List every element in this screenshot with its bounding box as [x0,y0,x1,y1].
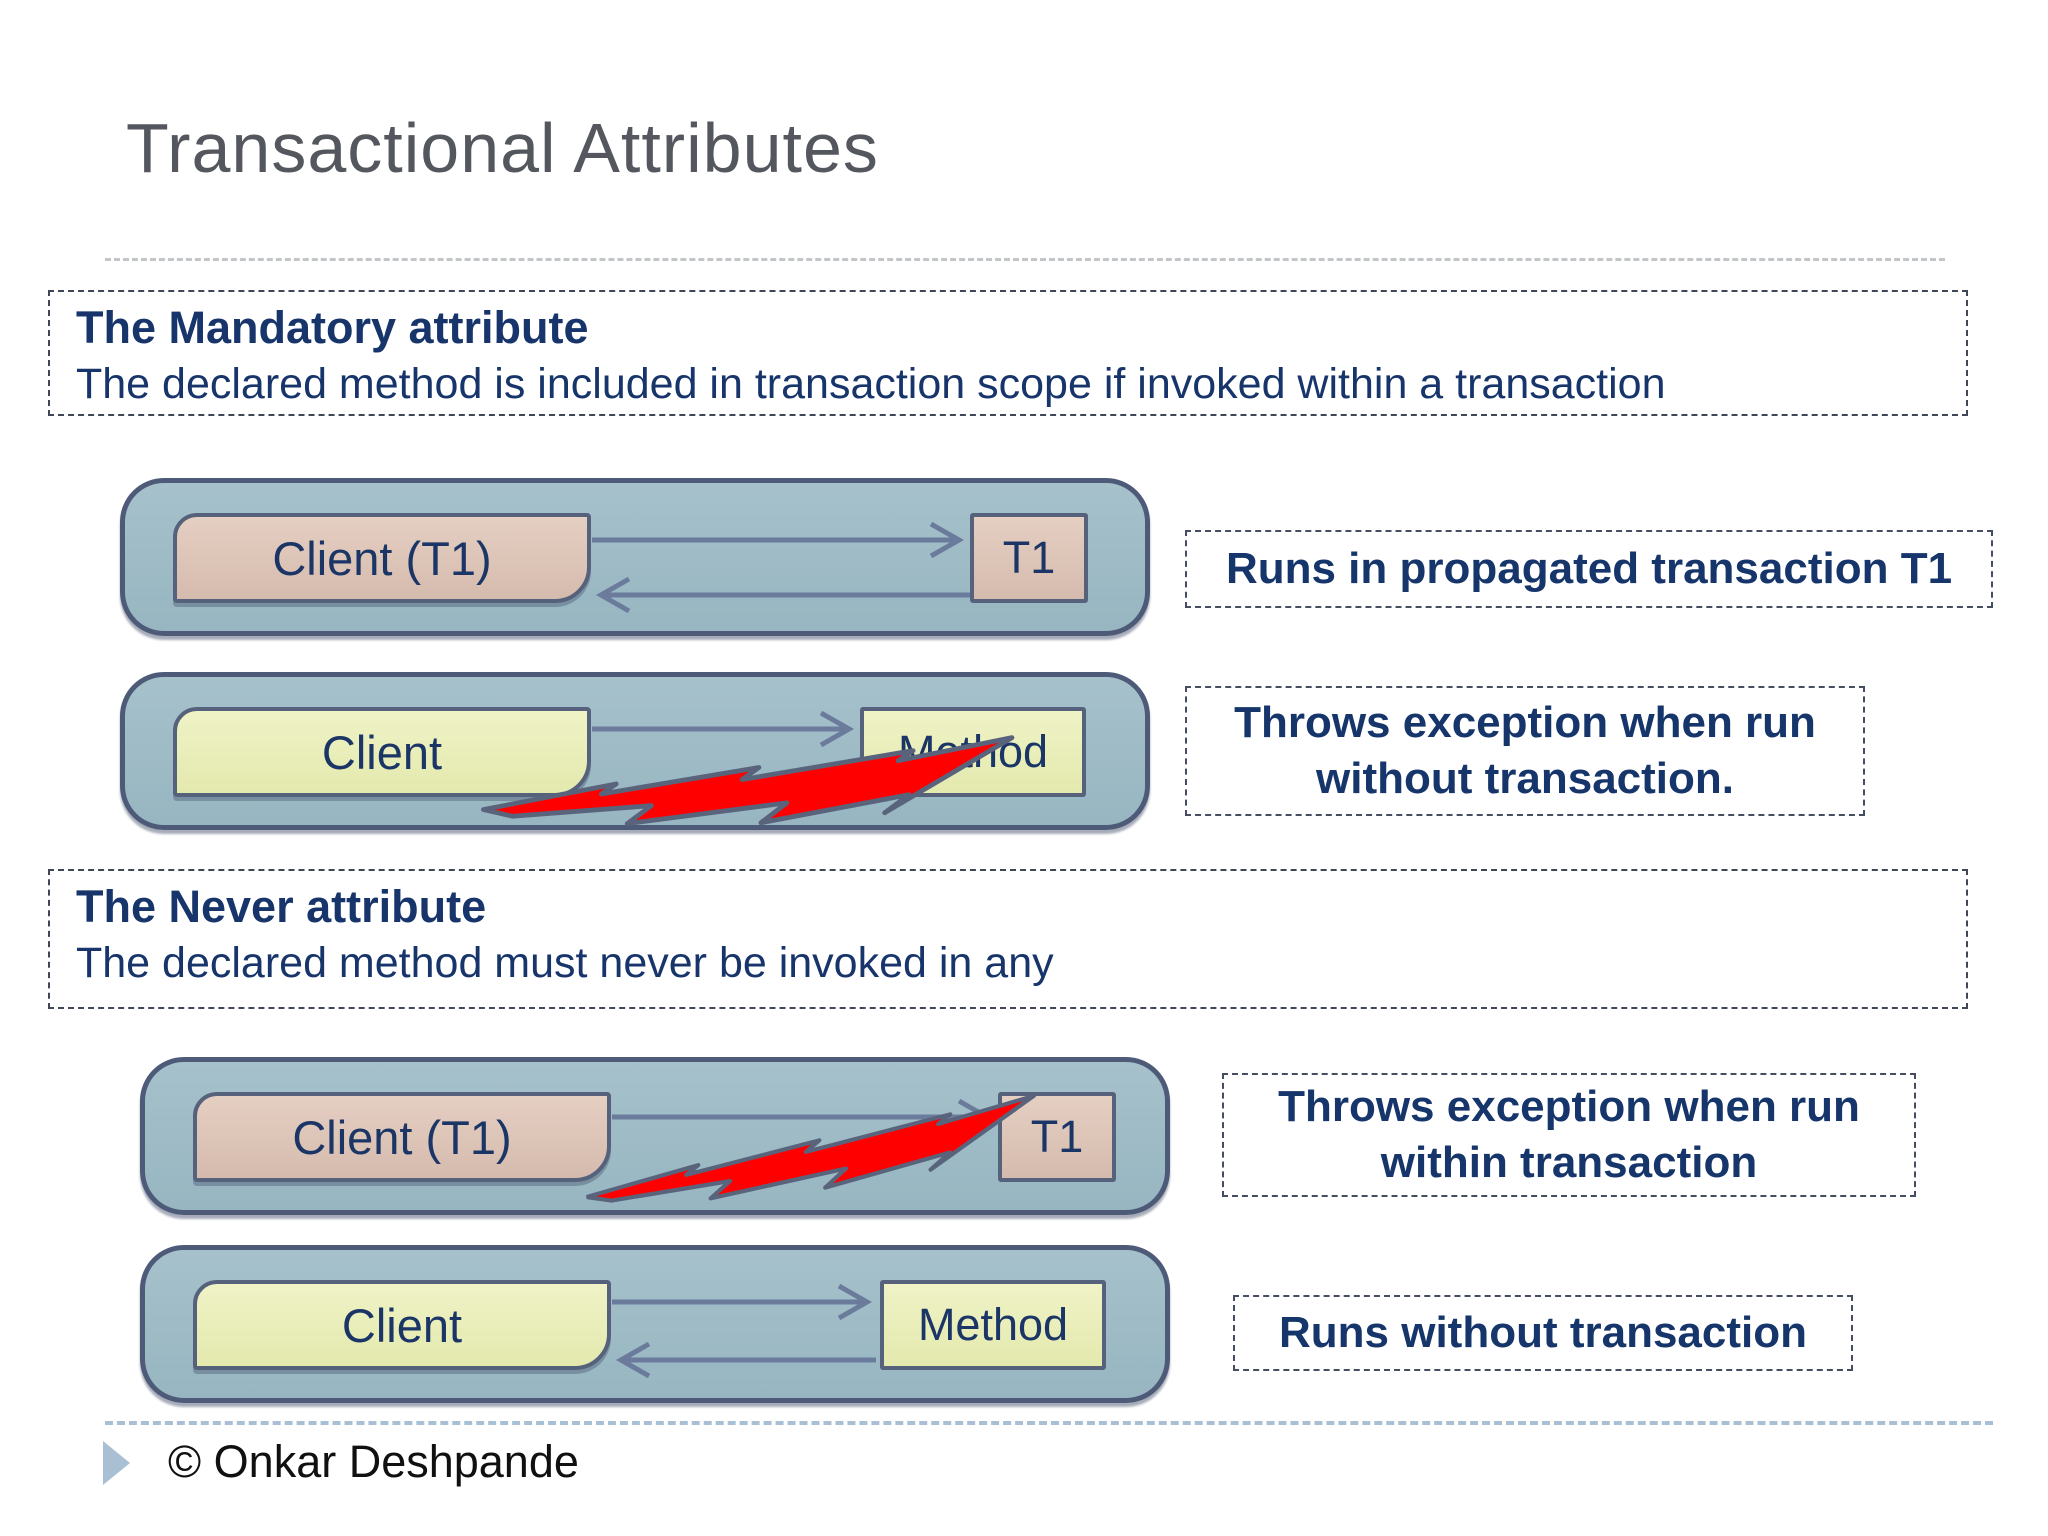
client-label: Client [341,1298,463,1352]
footer-copyright: © Onkar Deshpande [168,1436,579,1487]
caption-line: Throws exception when run [1234,698,1816,747]
client-t1-node: Client (T1) [193,1092,611,1182]
client-t1-label: Client (T1) [272,531,492,585]
client-node: Client [193,1280,611,1370]
caption-line: Runs in propagated transaction T1 [1225,544,1953,593]
caption-line: Throws exception when run [1278,1082,1860,1131]
client-node: Client [173,707,591,797]
t1-node: T1 [970,513,1088,603]
caption-line: within transaction [1380,1138,1758,1187]
method-label: Method [897,726,1049,777]
mandatory-attribute-heading: The Mandatory attribute [76,302,589,353]
mandatory-propagated-container: Client (T1) T1 [120,478,1150,636]
t1-node: T1 [998,1092,1116,1182]
client-label: Client [321,725,443,779]
never-attribute-box: The Never attribute The declared method … [48,869,1968,1009]
title-separator [105,258,1945,261]
never-attribute-heading: The Never attribute [76,881,487,932]
never-exception-container: Client (T1) T1 [140,1057,1170,1215]
client-t1-node: Client (T1) [173,513,591,603]
never-attribute-description: The declared method must never be invoke… [76,939,1054,987]
method-label: Method [917,1299,1069,1350]
mandatory-exception-container: Client Method [120,672,1150,830]
caption-line: without transaction. [1316,754,1734,803]
method-node: Method [860,707,1086,797]
client-t1-label: Client (T1) [292,1110,512,1164]
footer-separator [105,1421,1993,1425]
caption-exception-without-transaction: Throws exception when run without transa… [1185,686,1865,816]
never-runs-container: Client Method [140,1245,1170,1403]
caption-runs-propagated: Runs in propagated transaction T1 [1185,530,1993,608]
mandatory-attribute-description: The declared method is included in trans… [76,360,1666,408]
caption-runs-without-transaction: Runs without transaction [1233,1295,1853,1371]
method-node: Method [880,1280,1106,1370]
caption-exception-within-transaction: Throws exception when run within transac… [1222,1073,1916,1197]
lightning-bolt-icon [584,1093,1037,1203]
bullet-triangle-icon [103,1441,130,1485]
caption-line: Runs without transaction [1279,1308,1807,1357]
mandatory-attribute-box: The Mandatory attribute The declared met… [48,290,1968,416]
t1-label: T1 [1002,532,1056,583]
page-title: Transactional Attributes [126,109,879,187]
t1-label: T1 [1030,1111,1084,1162]
